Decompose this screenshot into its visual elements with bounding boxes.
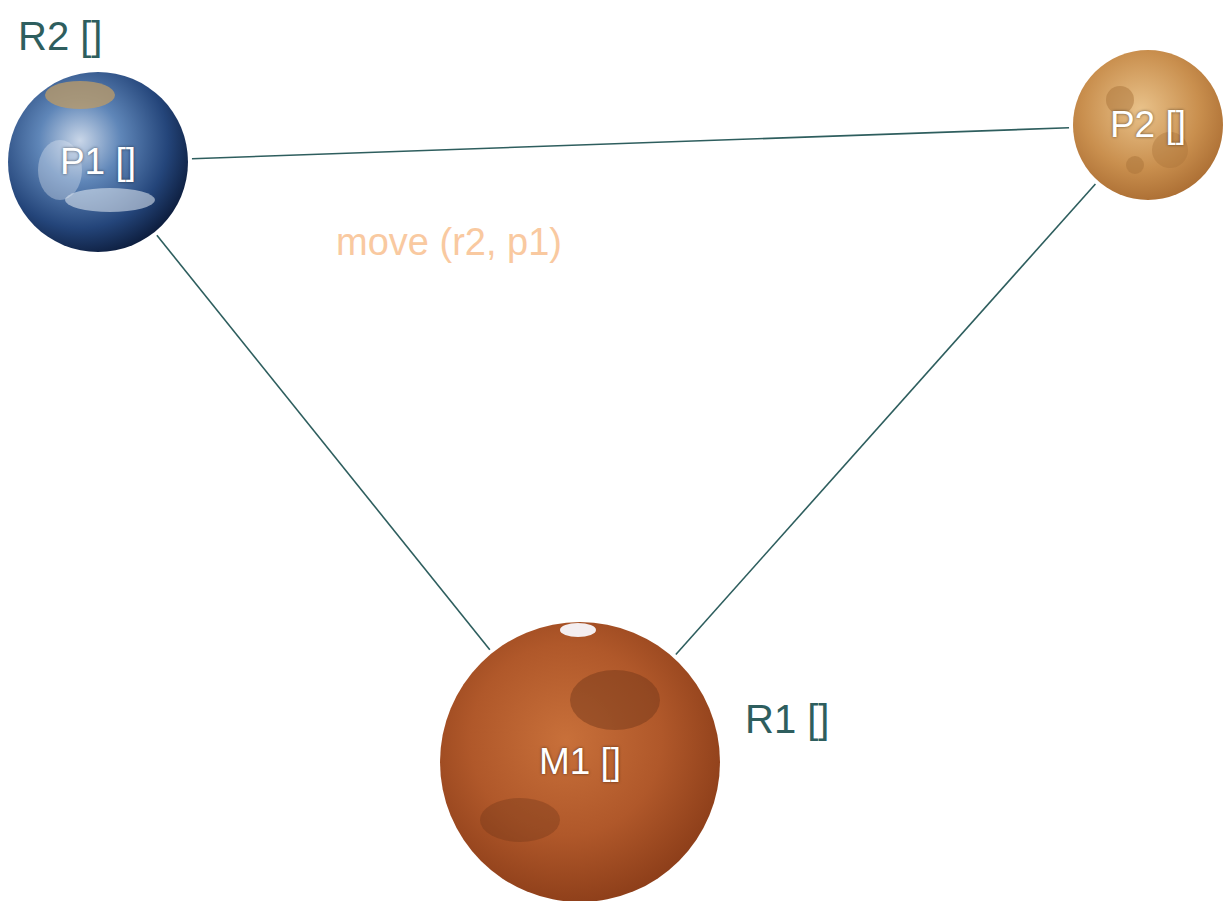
node-label: P2 [] [1110, 104, 1186, 146]
link-line [157, 235, 490, 649]
moon-node: P2 [] [1073, 50, 1223, 200]
robot-label: R2 [] [18, 14, 102, 58]
link-line [192, 128, 1069, 159]
earth-picture [8, 72, 188, 252]
mars-node: M1 [] [440, 622, 720, 901]
robot-label: R1 [] [745, 697, 829, 741]
node-label: P1 [] [60, 141, 136, 183]
link-line [676, 184, 1096, 655]
mars-picture [440, 622, 720, 901]
node-label: M1 [] [539, 741, 621, 783]
moon-picture [1073, 50, 1223, 200]
earth-node: P1 [] [8, 72, 188, 252]
action-label: move (r2, p1) [336, 222, 562, 264]
